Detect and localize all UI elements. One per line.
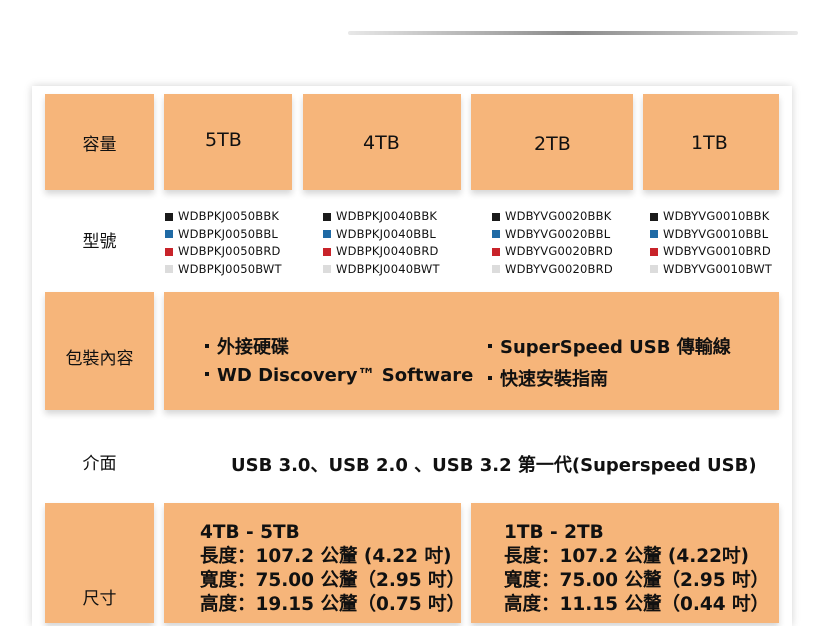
package-item-cable: SuperSpeed USB 傳輸線 — [488, 333, 731, 359]
model-list-4tb: WDBPKJ0040BBK WDBPKJ0040BBL WDBPKJ0040BR… — [323, 208, 440, 278]
list-item: WDBPKJ0050BRD — [165, 243, 282, 261]
red-swatch-icon — [650, 247, 658, 256]
blue-swatch-icon — [492, 230, 500, 239]
white-swatch-icon — [650, 265, 658, 274]
model-list-1tb: WDBYVG0010BBK WDBYVG0010BBL WDBYVG0010BR… — [650, 208, 772, 278]
list-item: WDBYVG0020BRD — [492, 261, 613, 279]
package-contents-cell — [164, 292, 779, 410]
red-swatch-icon — [165, 247, 173, 256]
list-item: WDBPKJ0040BBL — [323, 226, 440, 244]
list-item: WDBYVG0020BBK — [492, 208, 613, 226]
capacity-label-cell — [45, 94, 154, 190]
list-item: WDBPKJ0050BBL — [165, 226, 282, 244]
list-item: WDBYVG0010BWT — [650, 261, 772, 279]
list-item: WDBYVG0010BRD — [650, 243, 772, 261]
blue-swatch-icon — [165, 230, 173, 239]
white-swatch-icon — [492, 265, 500, 274]
list-item: WDBPKJ0050BWT — [165, 261, 282, 279]
size-small-length: 長度：107.2 公釐 (4.22吋) — [504, 546, 749, 567]
size-small-title: 1TB - 2TB — [504, 522, 604, 543]
capacity-cell-5tb — [164, 94, 292, 190]
blue-swatch-icon — [323, 230, 331, 239]
model-list-2tb: WDBYVG0020BBK WDBYVG0020BBL WDBYVG0020BR… — [492, 208, 613, 278]
decorative-divider — [348, 31, 798, 35]
package-item-drive: 外接硬碟 — [205, 333, 289, 359]
size-large-length: 長度：107.2 公釐 (4.22 吋) — [200, 546, 452, 567]
red-swatch-icon — [492, 247, 500, 256]
capacity-label: 容量 — [82, 135, 117, 155]
size-small-width: 寬度：75.00 公釐（2.95 吋） — [504, 570, 770, 591]
size-large-title: 4TB - 5TB — [200, 522, 300, 543]
list-item: WDBPKJ0040BRD — [323, 243, 440, 261]
capacity-cell-2tb — [471, 94, 633, 190]
list-item: WDBPKJ0040BWT — [323, 261, 440, 279]
white-swatch-icon — [165, 265, 173, 274]
package-item-software: WD Discovery™ Software — [205, 365, 473, 386]
model-label: 型號 — [82, 232, 117, 252]
package-label: 包裝內容 — [65, 349, 134, 369]
list-item: WDBYVG0020BRD — [492, 243, 613, 261]
black-swatch-icon — [492, 212, 500, 221]
interface-label: 介面 — [82, 454, 117, 474]
blue-swatch-icon — [650, 230, 658, 239]
interface-value: USB 3.0、USB 2.0 、USB 3.2 第一代(Superspeed … — [231, 455, 757, 476]
capacity-1tb: 1TB — [691, 132, 728, 154]
list-item: WDBYVG0010BBL — [650, 226, 772, 244]
white-swatch-icon — [323, 265, 331, 274]
capacity-5tb: 5TB — [205, 129, 242, 151]
list-item: WDBYVG0010BBK — [650, 208, 772, 226]
package-item-guide: 快速安裝指南 — [488, 365, 608, 391]
list-item: WDBPKJ0040BBK — [323, 208, 440, 226]
capacity-4tb: 4TB — [363, 132, 400, 154]
size-label: 尺寸 — [82, 589, 117, 609]
size-small-specs: 1TB - 2TB 長度：107.2 公釐 (4.22吋) 寬度：75.00 公… — [504, 521, 769, 617]
package-label-cell — [45, 292, 154, 410]
size-small-height: 高度：11.15 公釐（0.44 吋） — [504, 594, 770, 615]
capacity-cell-1tb — [643, 94, 779, 190]
size-large-width: 寬度：75.00 公釐（2.95 吋） — [200, 570, 466, 591]
model-list-5tb: WDBPKJ0050BBK WDBPKJ0050BBL WDBPKJ0050BR… — [165, 208, 282, 278]
black-swatch-icon — [323, 212, 331, 221]
red-swatch-icon — [323, 247, 331, 256]
black-swatch-icon — [650, 212, 658, 221]
list-item: WDBPKJ0050BBK — [165, 208, 282, 226]
size-large-height: 高度：19.15 公釐（0.75 吋） — [200, 594, 466, 615]
black-swatch-icon — [165, 212, 173, 221]
capacity-2tb: 2TB — [534, 133, 571, 155]
size-large-specs: 4TB - 5TB 長度：107.2 公釐 (4.22 吋) 寬度：75.00 … — [200, 521, 465, 617]
capacity-cell-4tb — [303, 94, 461, 190]
list-item: WDBYVG0020BBL — [492, 226, 613, 244]
